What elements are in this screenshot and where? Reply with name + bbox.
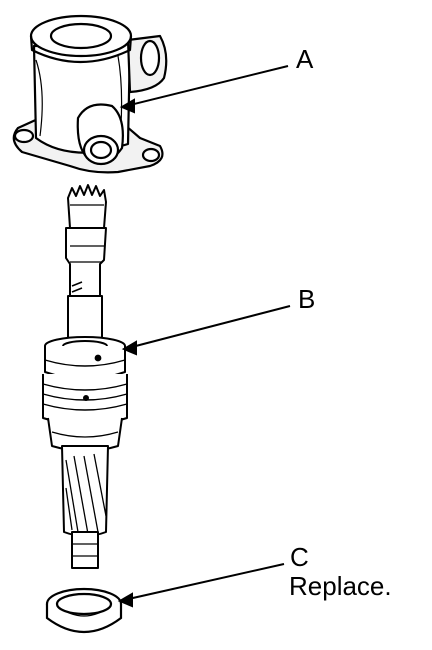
leader-c bbox=[123, 563, 285, 601]
leader-b bbox=[127, 305, 291, 349]
housing-part bbox=[12, 14, 168, 174]
callout-label-a: A bbox=[296, 44, 314, 74]
callout-label-c: C bbox=[290, 542, 309, 572]
shaft-assembly-part bbox=[42, 184, 128, 569]
shaft-spline-tip bbox=[67, 184, 107, 229]
leader-a bbox=[125, 65, 289, 107]
seal-ring-part bbox=[45, 587, 123, 634]
callout-label-b: B bbox=[298, 284, 316, 314]
housing-bore bbox=[49, 22, 113, 50]
flange-hole-right bbox=[141, 147, 161, 163]
leader-lines bbox=[117, 65, 291, 608]
shaft-mid bbox=[67, 295, 103, 343]
callout-note-c: Replace. bbox=[289, 571, 392, 601]
shaft-stub bbox=[71, 531, 99, 569]
flange-hole-left bbox=[13, 128, 35, 144]
